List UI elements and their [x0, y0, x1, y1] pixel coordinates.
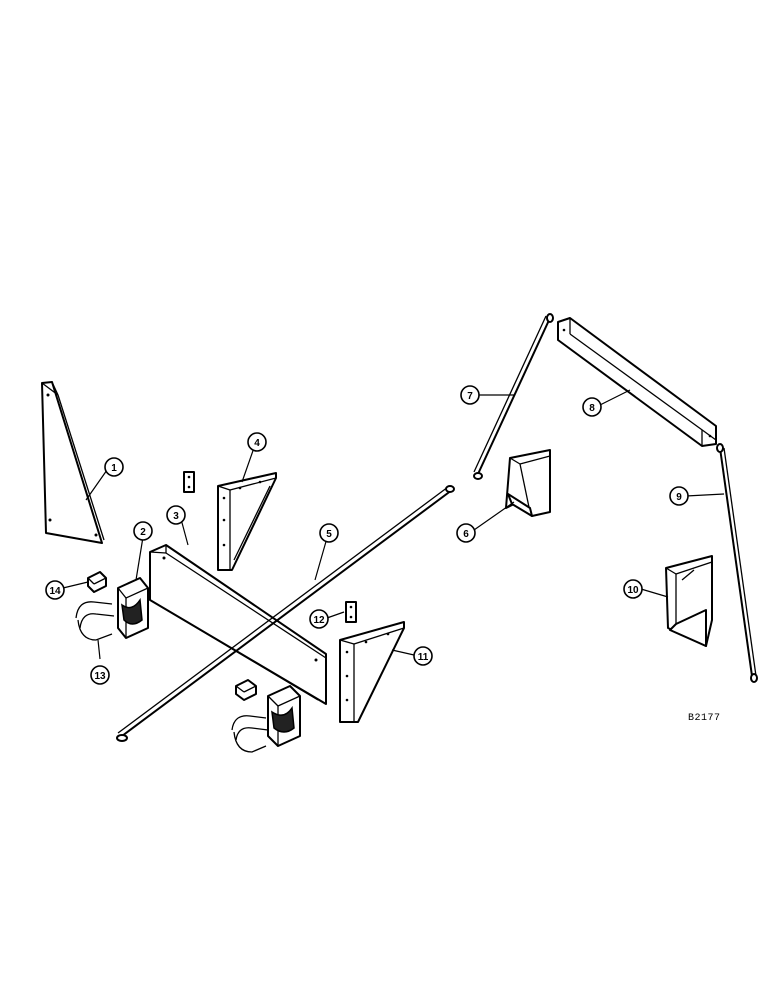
- callout-14: 14: [45, 580, 65, 600]
- callout-8-label: 8: [589, 403, 595, 414]
- callout-4-label: 4: [254, 438, 260, 449]
- leader-lines: [62, 389, 725, 660]
- callout-3: 3: [166, 505, 186, 525]
- part-14-angle-clip: [87, 571, 107, 593]
- callout-5-label: 5: [326, 529, 332, 540]
- part-1-triangular-gusset: [41, 381, 105, 544]
- callout-10: 10: [623, 579, 643, 599]
- part-10-bracket: [665, 555, 713, 647]
- callout-7-label: 7: [467, 391, 473, 402]
- callout-11: 11: [413, 646, 433, 666]
- callout-12-label: 12: [313, 615, 325, 626]
- callout-2: 2: [133, 521, 153, 541]
- part-3-long-channel: [149, 544, 327, 705]
- callout-11-label: 11: [418, 652, 429, 663]
- callout-2-label: 2: [140, 527, 146, 538]
- part-small-plate: [183, 471, 195, 493]
- part-5-diagonal-rod: [116, 485, 455, 742]
- callout-8: 8: [582, 397, 602, 417]
- part-13-u-bolt: [75, 601, 115, 641]
- callout-9: 9: [669, 486, 689, 506]
- part-clamp-block-lower: [267, 685, 301, 747]
- part-angle-clip-lower: [235, 679, 257, 701]
- part-12-small-plate: [345, 601, 357, 623]
- reference-code: B2177: [688, 713, 721, 724]
- callout-6-label: 6: [463, 529, 469, 540]
- callout-3-label: 3: [173, 511, 179, 522]
- callout-6: 6: [456, 523, 476, 543]
- callout-4: 4: [247, 432, 267, 452]
- callout-10-label: 10: [627, 585, 639, 596]
- part-11-triangular-bracket: [339, 621, 405, 723]
- callout-1: 1: [104, 457, 124, 477]
- callout-12: 12: [309, 609, 329, 629]
- part-6-bracket: [505, 449, 551, 517]
- part-2-clamp-block: [117, 577, 149, 639]
- part-9-vertical-rod: [716, 443, 758, 683]
- part-7-diagonal-brace: [473, 313, 554, 480]
- part-4-triangular-bracket: [217, 472, 277, 571]
- part-u-bolt-lower: [231, 715, 269, 753]
- part-8-top-channel: [557, 317, 717, 447]
- callout-1-label: 1: [111, 463, 117, 474]
- callout-13: 13: [90, 665, 110, 685]
- callout-13-label: 13: [94, 671, 106, 682]
- callout-7: 7: [460, 385, 480, 405]
- callout-14-label: 14: [49, 586, 61, 597]
- callout-5: 5: [319, 523, 339, 543]
- callout-9-label: 9: [676, 492, 682, 503]
